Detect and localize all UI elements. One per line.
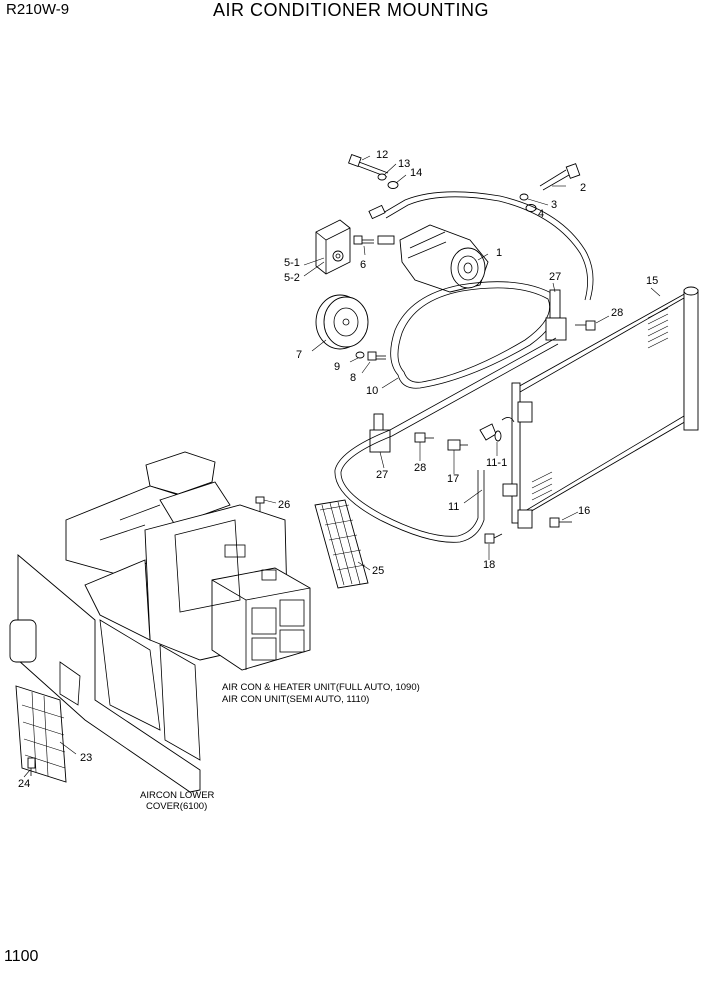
page-number: 1100 xyxy=(4,948,39,965)
callout-27-lower: 27 xyxy=(376,469,388,481)
bolt-2-part xyxy=(539,163,581,191)
filter-25-part xyxy=(314,499,369,589)
bracket-5-part xyxy=(315,219,351,275)
callout-5-1: 5-1 xyxy=(284,257,300,269)
aircon-lower-cover-part xyxy=(9,554,201,793)
hose-lower-part xyxy=(334,337,559,543)
aircon-heater-unit-part xyxy=(65,451,311,671)
grille-23-part xyxy=(15,685,67,783)
callout-28-lower: 28 xyxy=(414,462,426,474)
fitting-11-1-part xyxy=(479,417,515,442)
callout-17: 17 xyxy=(447,473,459,485)
compressor-1-part xyxy=(377,224,489,293)
bolt-28-upper-part xyxy=(575,320,596,331)
belt-10-part xyxy=(390,281,558,389)
bolt-8-part xyxy=(367,351,386,361)
washer-3-part xyxy=(519,193,529,201)
hose-upper-part xyxy=(368,191,594,301)
condenser-15-part xyxy=(502,286,699,529)
callout-28-upper: 28 xyxy=(611,307,623,319)
bolt-28-lower-part xyxy=(414,432,434,443)
callout-25: 25 xyxy=(372,565,384,577)
note-unit-semi-auto: AIR CON UNIT(SEMI AUTO, 1110) xyxy=(222,694,369,705)
screw-24-part xyxy=(27,757,36,776)
bolt-6-part xyxy=(353,235,374,245)
callout-10: 10 xyxy=(366,385,378,397)
callout-27-upper: 27 xyxy=(549,271,561,283)
callout-12: 12 xyxy=(376,149,388,161)
pulley-7-part xyxy=(315,294,369,350)
callout-3: 3 xyxy=(551,199,557,211)
washer-14-part xyxy=(387,181,399,189)
callout-15: 15 xyxy=(646,275,658,287)
page-title: AIR CONDITIONER MOUNTING xyxy=(213,0,489,20)
callout-7: 7 xyxy=(296,349,302,361)
washer-13-part xyxy=(377,173,387,181)
note-lower-cover-2: COVER(6100) xyxy=(146,801,207,812)
callout-24: 24 xyxy=(18,778,30,790)
callout-14: 14 xyxy=(410,167,422,179)
fitting-17-part xyxy=(447,439,468,451)
callout-8: 8 xyxy=(350,372,356,384)
callout-26: 26 xyxy=(278,499,290,511)
callout-18: 18 xyxy=(483,559,495,571)
note-unit-full-auto: AIR CON & HEATER UNIT(FULL AUTO, 1090) xyxy=(222,682,420,693)
callout-1: 1 xyxy=(496,247,502,259)
callout-11: 11 xyxy=(448,501,459,513)
callout-2: 2 xyxy=(580,182,586,194)
model-code: R210W-9 xyxy=(6,1,70,18)
callout-4: 4 xyxy=(538,208,544,220)
washer-9-part xyxy=(355,351,365,359)
bolt-16-part xyxy=(549,517,572,528)
callout-23: 23 xyxy=(80,752,92,764)
bolt-18-part xyxy=(484,533,503,544)
callout-16: 16 xyxy=(578,505,590,517)
callout-13: 13 xyxy=(398,158,410,170)
callout-11-1: 11-1 xyxy=(486,457,507,469)
leader-lines xyxy=(23,155,661,778)
callout-9: 9 xyxy=(334,361,340,373)
note-lower-cover-1: AIRCON LOWER xyxy=(140,790,215,801)
bolt-12-part xyxy=(348,153,389,178)
callout-6: 6 xyxy=(360,259,366,271)
callout-5-2: 5-2 xyxy=(284,272,300,284)
bracket-27-lower-part xyxy=(369,413,391,453)
bracket-27-upper-part xyxy=(545,289,567,341)
